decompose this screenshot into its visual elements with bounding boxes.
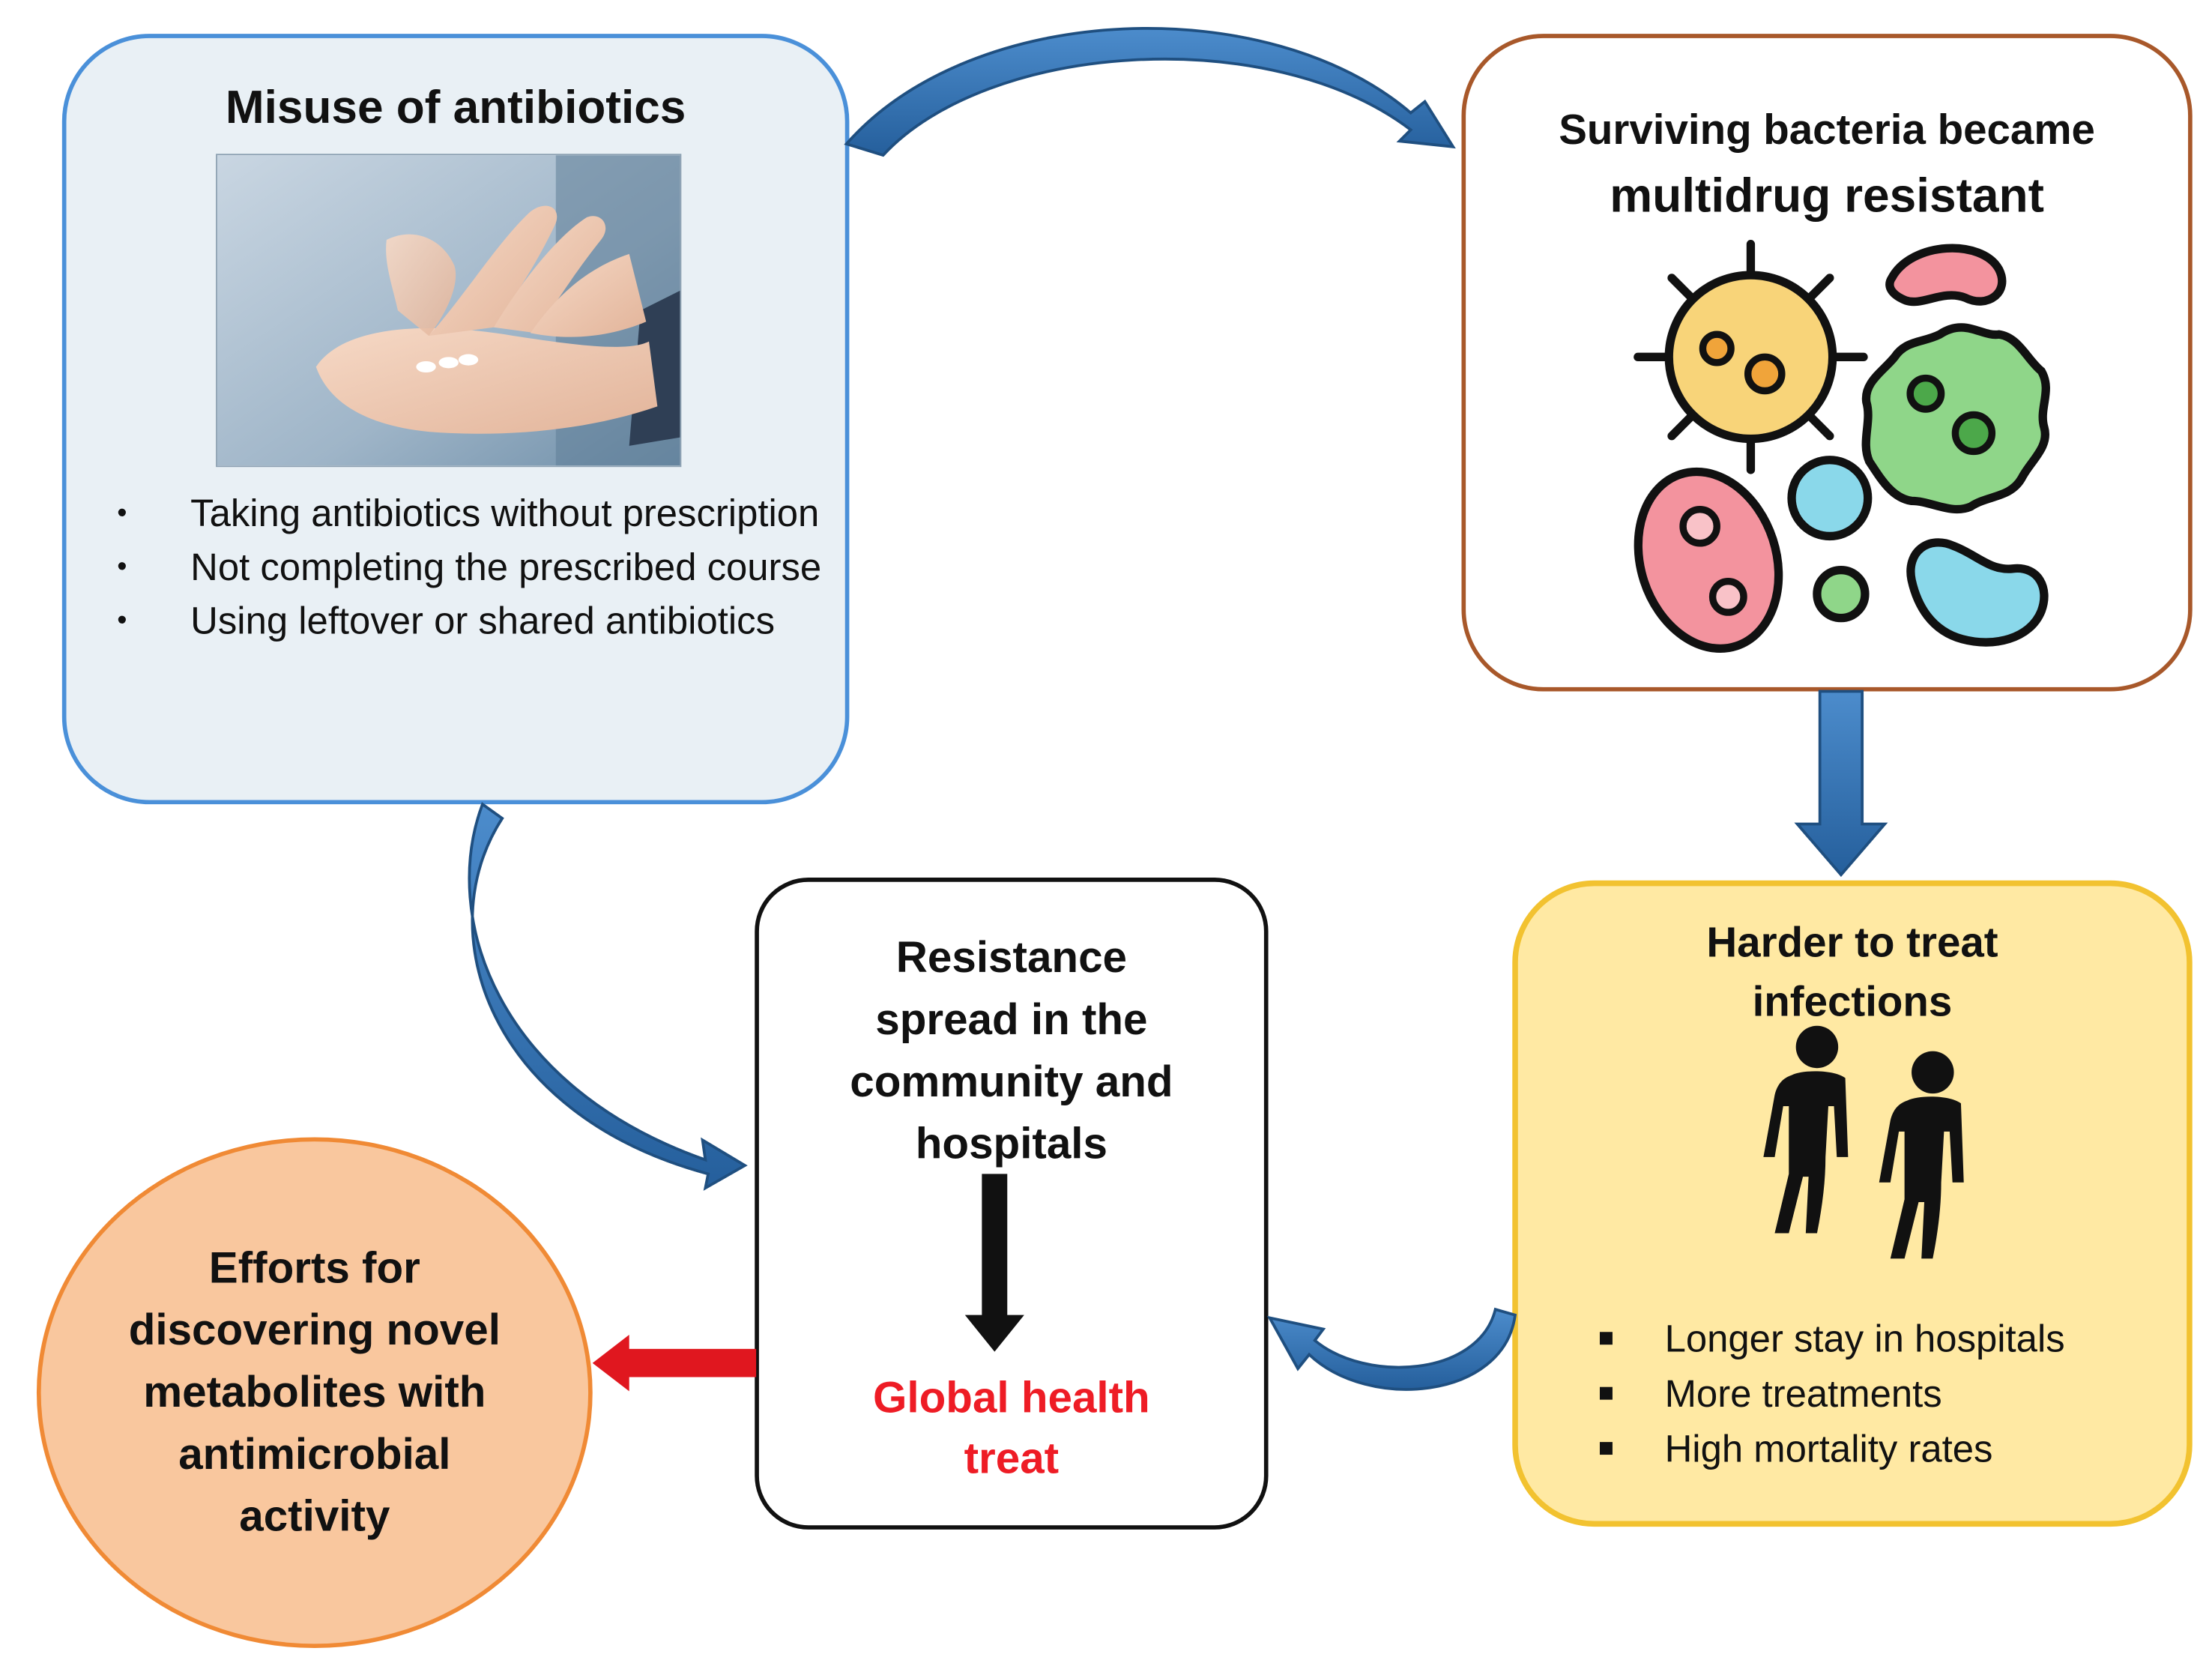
efforts-circle: Efforts for discovering novel metabolite… — [36, 1137, 593, 1648]
list-item: Using leftover or shared antibiotics — [117, 594, 822, 648]
misuse-bullet-list: Taking antibiotics without prescription … — [117, 487, 822, 648]
sick-people-icon — [1763, 1025, 1964, 1259]
efforts-title-line: metabolites with — [143, 1367, 486, 1417]
surviving-bacteria-box: Surviving bacteria became multidrug resi… — [1461, 34, 2193, 692]
global-health-line: treat — [964, 1433, 1060, 1483]
resistance-spread-box: Resistance spread in the community and h… — [755, 878, 1269, 1530]
resistance-title-line: spread in the — [875, 995, 1148, 1045]
resistance-title-line: community and — [850, 1057, 1173, 1107]
harder-title: Harder to treat infections — [1518, 914, 2187, 1033]
efforts-title-line: Efforts for — [208, 1243, 420, 1293]
curved-arrow-misuse-to-surviving — [844, 26, 1456, 157]
resistance-title-line: hospitals — [915, 1118, 1108, 1168]
efforts-title-line: antimicrobial — [178, 1429, 451, 1479]
harder-to-treat-box: Harder to treat infections Longer stay i… — [1512, 880, 2193, 1527]
global-health-line: Global health — [873, 1372, 1150, 1422]
harder-title-line: infections — [1752, 979, 1953, 1026]
black-down-arrow — [964, 1174, 1024, 1352]
resistance-title: Resistance spread in the community and h… — [759, 927, 1264, 1175]
efforts-title-line: discovering novel — [128, 1305, 501, 1355]
list-item: High mortality rates — [1599, 1422, 2164, 1477]
list-item: Longer stay in hospitals — [1599, 1312, 2164, 1367]
list-item: Not completing the prescribed course — [117, 540, 822, 594]
efforts-title: Efforts for discovering novel metabolite… — [41, 1237, 588, 1548]
surviving-title-line1: Surviving bacteria became — [1559, 107, 2095, 154]
bacteria-icon — [1634, 240, 2050, 654]
down-arrow-surviving-to-harder — [1794, 689, 1888, 878]
hand-with-pills-photo — [216, 154, 682, 468]
misuse-title: Misuse of antibiotics — [225, 80, 686, 133]
harder-title-line: Harder to treat — [1706, 920, 1998, 967]
curved-arrow-misuse-to-resistance — [468, 802, 748, 1191]
global-health-text: Global health treat — [759, 1367, 1264, 1488]
surviving-title-line2: multidrug resistant — [1610, 169, 2044, 223]
list-item: Taking antibiotics without prescription — [117, 487, 822, 541]
resistance-title-line: Resistance — [895, 932, 1128, 983]
harder-bullet-list: Longer stay in hospitals More treatments… — [1599, 1312, 2164, 1477]
surviving-title: Surviving bacteria became multidrug resi… — [1466, 97, 2188, 230]
misuse-of-antibiotics-box: Misuse of antibiotics — [61, 34, 850, 805]
efforts-title-line: activity — [239, 1491, 390, 1541]
red-arrow-to-efforts — [592, 1335, 757, 1392]
list-item: More treatments — [1599, 1367, 2164, 1422]
curved-arrow-harder-to-resistance — [1266, 1307, 1517, 1391]
